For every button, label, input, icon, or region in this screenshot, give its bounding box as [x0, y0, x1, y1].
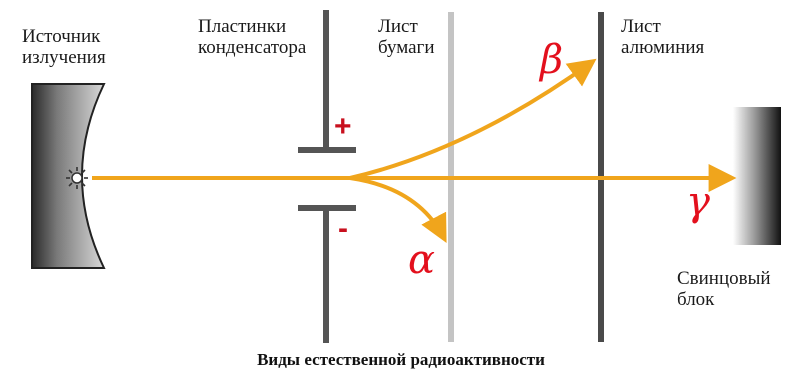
aluminium-label: Лист алюминия — [621, 16, 704, 58]
capacitor-plate-positive — [298, 10, 356, 153]
star-burst-icon — [66, 167, 88, 189]
lead-label-line-2: блок — [677, 289, 715, 310]
lead-block — [733, 107, 781, 245]
capacitor-plate-negative — [298, 205, 356, 343]
gamma-label: γ — [686, 179, 710, 225]
source-label: Источник излучения — [22, 26, 106, 68]
diagram-caption: Виды естественной радиоактивности — [257, 350, 545, 369]
paper-label: Лист бумаги — [378, 16, 434, 58]
plates-label-line-2: конденсатора — [198, 37, 307, 58]
aluminium-label-line-2: алюминия — [621, 37, 705, 58]
plates-label: Пластинки конденсатора — [198, 16, 306, 58]
beta-label: β — [540, 37, 564, 83]
paper-label-line-2: бумаги — [378, 37, 435, 58]
aluminium-label-line-1: Лист — [621, 16, 661, 37]
minus-sign: - — [338, 212, 348, 245]
plus-sign: + — [334, 110, 352, 143]
lead-label-line-1: Свинцовый — [677, 268, 771, 289]
alpha-ray-path — [349, 176, 447, 243]
alpha-label: α — [408, 237, 436, 283]
plates-label-line-1: Пластинки — [198, 16, 287, 37]
source-label-line-2: излучения — [22, 47, 106, 68]
lead-label: Свинцовый блок — [677, 268, 771, 310]
beta-ray-path — [349, 58, 597, 180]
radiation-source-icon — [31, 83, 106, 269]
paper-label-line-1: Лист — [378, 16, 418, 37]
source-label-line-1: Источник — [22, 26, 101, 47]
